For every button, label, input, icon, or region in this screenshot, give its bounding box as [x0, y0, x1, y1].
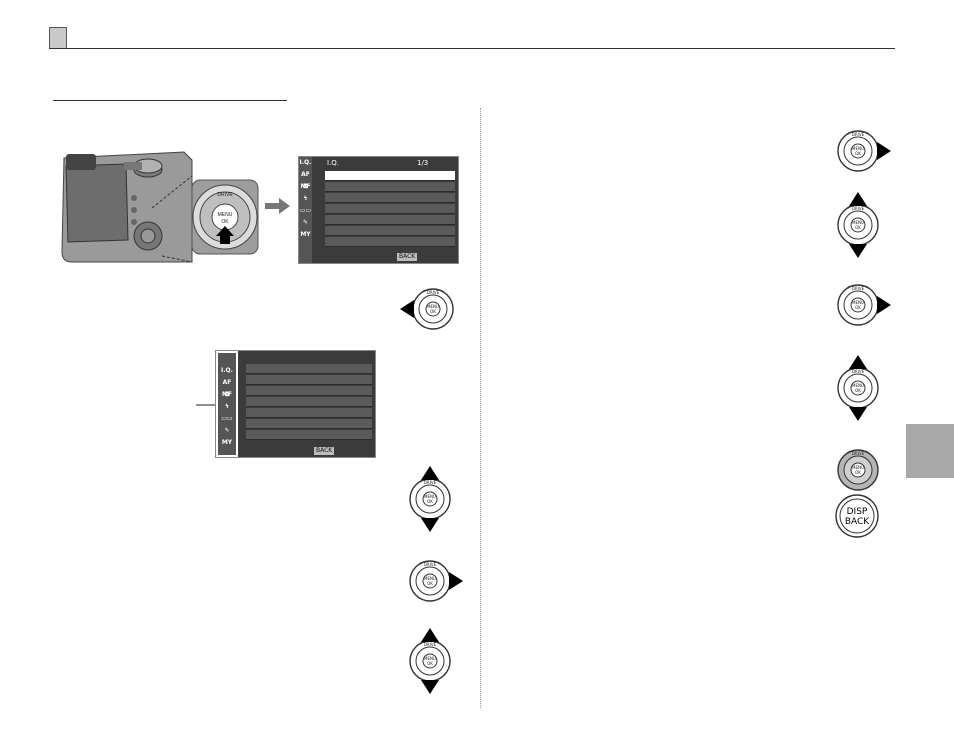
selector-label: DRIVE [852, 286, 865, 291]
menu-row [325, 237, 455, 247]
menu-screen-shooting: I.Q. AF MF ◘ ϟ ▭▭ ✎ MY I.Q. 1/3 BACK [298, 156, 459, 264]
selector-label: MENU [424, 576, 436, 581]
menu-row [246, 375, 372, 385]
menu-row [246, 408, 372, 418]
selector-label: OK [855, 470, 861, 475]
column-divider [480, 108, 481, 708]
selector-label: OK [855, 151, 861, 156]
menu-row [325, 204, 455, 214]
selector-label: DRIVE [852, 206, 865, 211]
tab-setup: ✎ [224, 427, 230, 434]
disp-back-button-icon: DISP BACK [835, 494, 879, 538]
tab-iq: I.Q. [221, 367, 233, 374]
selector-label: DRIVE [424, 480, 437, 485]
back-label: BACK [314, 447, 335, 455]
selector-label: OK [855, 225, 861, 230]
screen-tab-label: I.Q. [327, 159, 340, 167]
tab-movie: ▭▭ [221, 415, 233, 422]
tab-iq: I.Q. [299, 159, 312, 166]
selector-label: MENU [852, 465, 864, 470]
arrow-up-icon [421, 628, 439, 642]
arrow-up-icon [849, 355, 867, 369]
selector-label: DRIVE [852, 451, 865, 456]
svg-text:OK: OK [221, 219, 229, 225]
selector-label: MENU [852, 220, 864, 225]
menu-side-tabs-highlight: I.Q. AF MF ◘ ϟ ▭▭ ✎ MY [216, 351, 238, 457]
selector-label: OK [427, 581, 433, 586]
selector-label: DRIVE [424, 642, 437, 647]
arrow-down-icon [421, 518, 439, 532]
menu-side-tabs: I.Q. AF MF ◘ ϟ ▭▭ ✎ MY [299, 157, 312, 263]
selector-label: DRIVE [424, 562, 437, 567]
screen-page-number: 1/3 [417, 159, 429, 167]
tab-setup: ✎ [302, 219, 309, 226]
menu-row [325, 193, 455, 203]
arrow-right-icon [265, 198, 290, 214]
back-label: BACK [845, 517, 870, 527]
selector-label: MENU [424, 656, 436, 661]
selector-label: OK [855, 388, 861, 393]
header-tab-marker [49, 27, 67, 49]
tab-flash: ϟ [303, 195, 308, 202]
tab-my: MY [300, 231, 311, 238]
svg-text:DRIVE: DRIVE [217, 192, 233, 198]
arrow-down-icon [849, 244, 867, 258]
disp-label: DISP [847, 507, 868, 517]
menu-row [246, 364, 372, 374]
tab-camera: ◘ [224, 391, 230, 398]
selector-label: MENU [852, 300, 864, 305]
arrow-up-icon [849, 192, 867, 206]
menu-row [325, 171, 455, 181]
menu-row [325, 226, 455, 236]
selector-label: OK [427, 661, 433, 666]
selector-label: OK [427, 499, 433, 504]
tab-flash: ϟ [225, 403, 229, 410]
selector-label: DRIVE [852, 369, 865, 374]
arrow-up-icon [421, 466, 439, 480]
arrow-right-icon [449, 572, 463, 590]
arrow-down-icon [849, 407, 867, 421]
tab-afmf: AF MF [221, 379, 233, 398]
back-label: BACK [397, 253, 418, 261]
selector-label: OK [430, 309, 436, 314]
menu-row [246, 430, 372, 440]
menu-row [325, 215, 455, 225]
menu-screen-setup: I.Q. AF MF ◘ ϟ ▭▭ ✎ MY BACK [215, 350, 376, 458]
menu-row [246, 419, 372, 429]
selector-label: MENU [424, 494, 436, 499]
camera-illustration: DRIVE MENU OK [61, 151, 259, 263]
selector-label: MENU [852, 146, 864, 151]
selector-label: MENU [852, 383, 864, 388]
header-rule [49, 48, 895, 49]
selector-label: DRIVE [427, 290, 440, 295]
callout-line [196, 404, 215, 406]
selector-label: DRIVE [852, 132, 865, 137]
arrow-right-icon [877, 296, 891, 314]
menu-row [246, 386, 372, 396]
tab-camera: ◘ [302, 183, 309, 190]
arrow-left-icon [400, 300, 414, 318]
svg-text:MENU: MENU [218, 212, 233, 218]
section-rule [53, 100, 287, 101]
menu-row [325, 182, 455, 192]
tab-my: MY [221, 439, 233, 446]
arrow-right-icon [877, 142, 891, 160]
arrow-down-icon [421, 680, 439, 694]
chapter-side-tab [906, 424, 954, 478]
selector-label: MENU [427, 304, 439, 309]
tab-afmf: AF MF [300, 171, 311, 190]
selector-label: OK [855, 305, 861, 310]
tab-movie: ▭▭ [299, 207, 312, 214]
menu-row [246, 397, 372, 407]
